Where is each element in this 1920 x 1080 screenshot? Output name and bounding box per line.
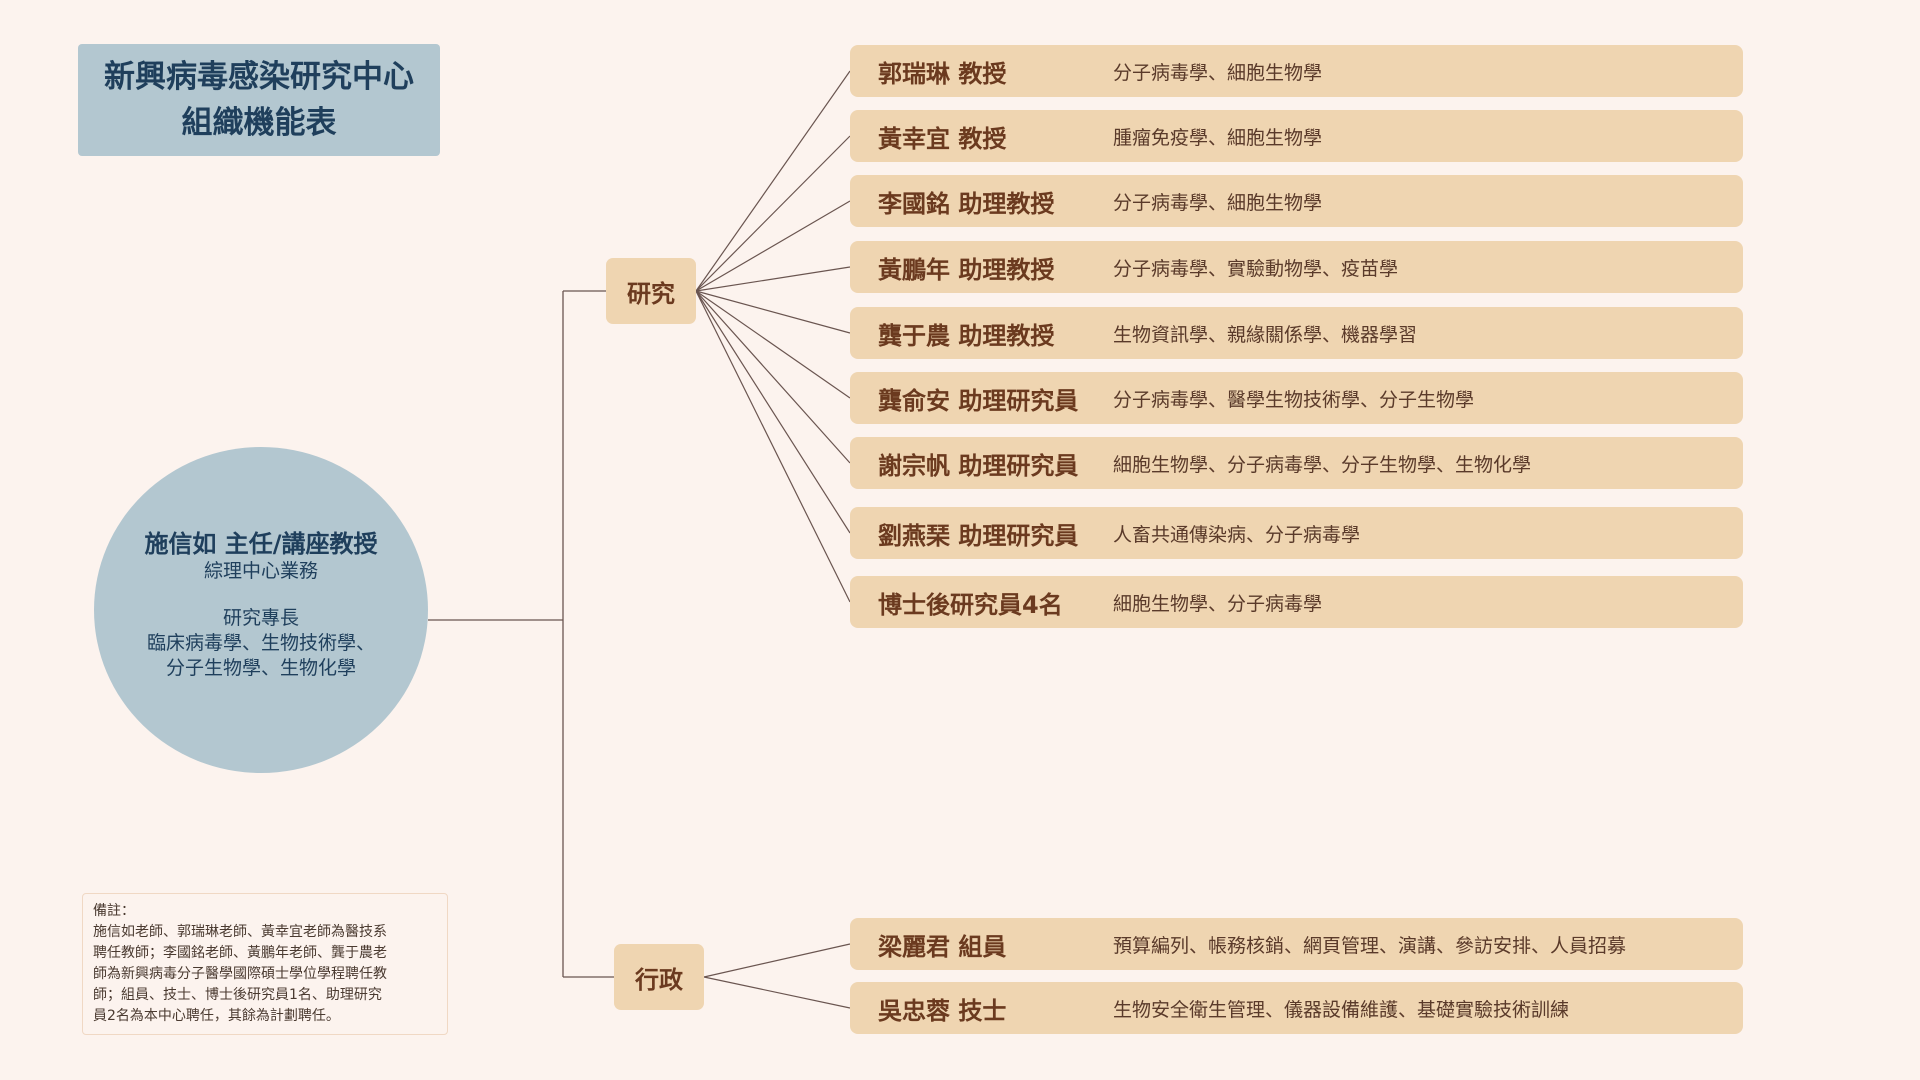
- member-name: 李國銘 助理教授: [878, 189, 1055, 218]
- research-branch-node: 研究: [606, 258, 696, 324]
- research-member-2: 黃幸宜 教授 腫瘤免疫學、細胞生物學: [850, 110, 1743, 162]
- chart-title: 新興病毒感染研究中心 組織機能表: [78, 44, 440, 156]
- admin-branch-label: 行政: [635, 965, 683, 994]
- connector-line: [695, 290, 851, 534]
- note-line-4: 師；組員、技士、博士後研究員1名、助理研究: [93, 987, 382, 1003]
- member-name: 黃幸宜 教授: [878, 124, 1007, 153]
- member-name: 劉燕琹 助理研究員: [878, 521, 1079, 550]
- connector-line: [695, 266, 851, 292]
- member-field: 分子病毒學、實驗動物學、疫苗學: [1113, 257, 1399, 280]
- research-branch-label: 研究: [627, 279, 675, 308]
- member-name: 梁麗君 組員: [878, 932, 1007, 961]
- research-member-4: 黃鵬年 助理教授 分子病毒學、實驗動物學、疫苗學: [850, 241, 1743, 293]
- member-field: 腫瘤免疫學、細胞生物學: [1113, 126, 1323, 149]
- note-line-5: 員2名為本中心聘任，其餘為計劃聘任。: [93, 1008, 340, 1024]
- admin-member-1: 梁麗君 組員 預算編列、帳務核銷、網頁管理、演講、參訪安排、人員招募: [850, 918, 1743, 970]
- admin-branch-node: 行政: [614, 944, 704, 1010]
- member-name: 黃鵬年 助理教授: [878, 255, 1055, 284]
- research-member-5: 龔于農 助理教授 生物資訊學、親緣關係學、機器學習: [850, 307, 1743, 359]
- member-field: 細胞生物學、分子病毒學、分子生物學、生物化學: [1113, 453, 1532, 476]
- member-name: 謝宗帆 助理研究員: [878, 451, 1079, 480]
- research-member-7: 謝宗帆 助理研究員 細胞生物學、分子病毒學、分子生物學、生物化學: [850, 437, 1743, 489]
- member-name: 郭瑞琳 教授: [878, 59, 1007, 88]
- member-name: 龔俞安 助理研究員: [878, 386, 1079, 415]
- member-name: 吳忠蓉 技士: [878, 996, 1007, 1025]
- director-node: 施信如 主任/講座教授 綜理中心業務 研究專長 臨床病毒學、生物技術學、 分子生…: [94, 447, 428, 773]
- member-name: 博士後研究員4名: [878, 590, 1063, 619]
- remarks-note: 備註： 施信如老師、郭瑞琳老師、黃幸宜老師為醫技系 聘任教師；李國銘老師、黃鵬年…: [82, 893, 448, 1035]
- connector-line: [703, 943, 851, 978]
- connector-line: [695, 70, 851, 292]
- member-field: 生物資訊學、親緣關係學、機器學習: [1113, 323, 1418, 346]
- member-field: 分子病毒學、醫學生物技術學、分子生物學: [1113, 388, 1475, 411]
- admin-member-2: 吳忠蓉 技士 生物安全衛生管理、儀器設備維護、基礎實驗技術訓練: [850, 982, 1743, 1034]
- research-member-9: 博士後研究員4名 細胞生物學、分子病毒學: [850, 576, 1743, 628]
- connector-line: [695, 290, 851, 399]
- research-member-1: 郭瑞琳 教授 分子病毒學、細胞生物學: [850, 45, 1743, 97]
- note-line-3: 師為新興病毒分子醫學國際碩士學位學程聘任教: [93, 966, 387, 982]
- connector-line: [695, 135, 851, 292]
- director-expertise-label: 研究專長: [222, 607, 299, 629]
- director-name: 施信如 主任/講座教授: [144, 530, 378, 558]
- note-heading: 備註：: [93, 903, 135, 919]
- director-expertise-line-2: 分子生物學、生物化學: [165, 657, 356, 679]
- director-role: 綜理中心業務: [203, 560, 318, 582]
- connector-line: [695, 290, 851, 334]
- member-field: 細胞生物學、分子病毒學: [1113, 592, 1323, 615]
- member-name: 龔于農 助理教授: [878, 321, 1055, 350]
- member-field: 人畜共通傳染病、分子病毒學: [1113, 523, 1361, 546]
- member-field: 預算編列、帳務核銷、網頁管理、演講、參訪安排、人員招募: [1113, 934, 1627, 957]
- title-line-2: 組織機能表: [181, 105, 337, 141]
- research-member-3: 李國銘 助理教授 分子病毒學、細胞生物學: [850, 175, 1743, 227]
- connector-line: [695, 290, 851, 464]
- member-field: 分子病毒學、細胞生物學: [1113, 61, 1323, 84]
- connector-line: [695, 290, 851, 603]
- note-line-2: 聘任教師；李國銘老師、黃鵬年老師、龔于農老: [93, 945, 387, 961]
- note-line-1: 施信如老師、郭瑞琳老師、黃幸宜老師為醫技系: [93, 924, 387, 940]
- research-member-8: 劉燕琹 助理研究員 人畜共通傳染病、分子病毒學: [850, 507, 1743, 559]
- member-field: 生物安全衛生管理、儀器設備維護、基礎實驗技術訓練: [1113, 998, 1570, 1021]
- connector-line: [695, 200, 851, 292]
- title-line-1: 新興病毒感染研究中心: [104, 59, 414, 95]
- member-field: 分子病毒學、細胞生物學: [1113, 191, 1323, 214]
- connector-line: [703, 976, 851, 1009]
- director-expertise-line-1: 臨床病毒學、生物技術學、: [146, 632, 375, 654]
- research-member-6: 龔俞安 助理研究員 分子病毒學、醫學生物技術學、分子生物學: [850, 372, 1743, 424]
